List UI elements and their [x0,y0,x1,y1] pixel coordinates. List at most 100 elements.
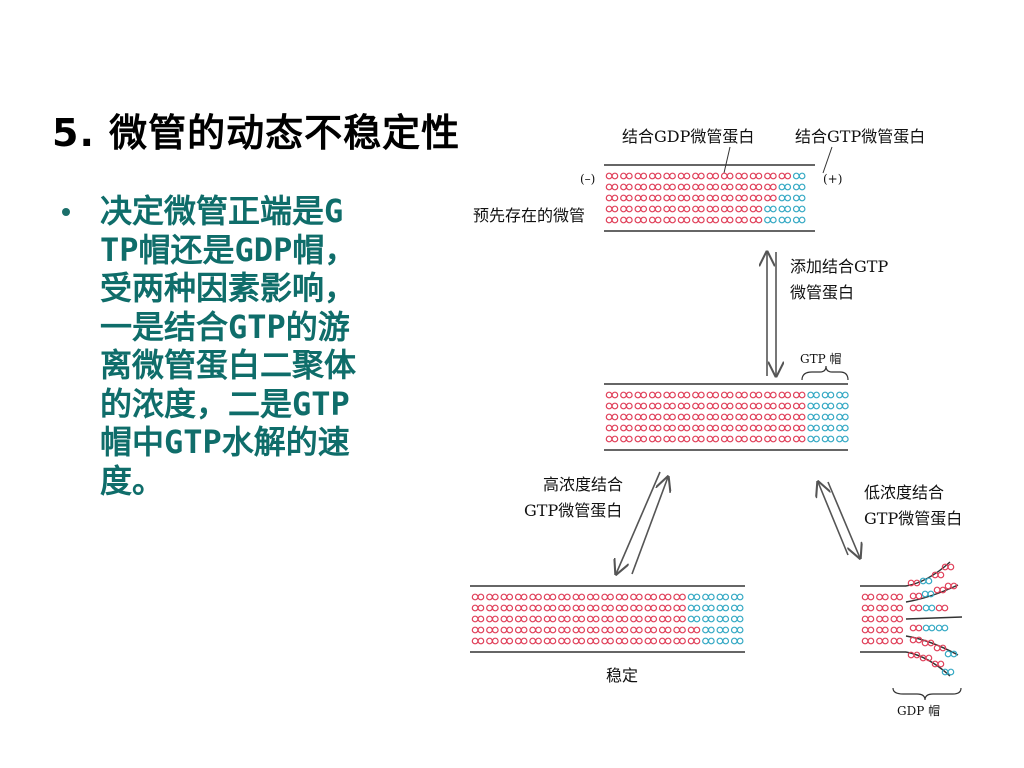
tubulin-dimer [692,194,705,202]
tubulin-dimer [909,604,923,612]
microtubule-preexisting [604,164,815,232]
minus-end-label: (–) [580,172,595,186]
tubulin-dimer [716,593,730,601]
tubulin-dimer [716,626,730,634]
tubulin-dimer [792,424,806,432]
tubulin-dimer [677,424,691,432]
tubulin-dimer [720,205,734,213]
tubulin-dimer [730,615,744,623]
tubulin-dimer [749,205,763,213]
tubulin-dimer [702,615,715,623]
tubulin-dimer [605,172,619,180]
tubulin-dimer [735,172,748,180]
tubulin-dimer [807,424,820,432]
tubulin-dimer [935,624,949,632]
tubulin-dimer [792,194,806,202]
tubulin-dimer [764,172,777,180]
tubulin-dimer [836,413,849,421]
tubulin-dimer [720,183,734,191]
tubulin-dimer [486,615,499,623]
tubulin-dimer [749,435,763,443]
tubulin-dimer [673,637,686,645]
tubulin-dimer [634,435,648,443]
tubulin-dimer [716,615,730,623]
tubulin-dimer [706,413,720,421]
arrow-up-right [631,477,668,575]
tubulin-dimer [764,402,777,410]
low-concentration-arrows [818,482,860,558]
tubulin-dimer [586,615,600,623]
tubulin-dimer [644,593,658,601]
tubulin-dimer [778,205,792,213]
microtubule-stable [470,585,745,653]
tubulin-dimer [630,593,643,601]
tubulin-dimer [907,651,921,659]
tubulin-dimer [486,637,499,645]
tubulin-dimer [648,172,662,180]
tubulin-subunits [605,391,849,443]
tubulin-dimer [605,424,619,432]
tubulin-subunits [605,172,806,224]
tubulin-dimer [836,424,849,432]
tubulin-dimer [648,194,662,202]
tubulin-dimer [706,435,720,443]
tubulin-dimer [529,615,542,623]
tubulin-dimer [514,604,528,612]
tubulin-dimer [615,615,629,623]
microtubule-depolymerizing [860,561,963,677]
tubulin-dimer [749,216,763,224]
tubulin-dimer [692,183,705,191]
tubulin-subunits [861,563,958,676]
tubulin-dimer [586,626,600,634]
tubulin-dimer [648,205,662,213]
tubulin-dimer [543,626,557,634]
tubulin-dimer [471,604,485,612]
tubulin-dimer [941,563,955,571]
tubulin-dimer [620,183,633,191]
tubulin-dimer [861,615,875,623]
tubulin-dimer [663,391,676,399]
tubulin-dimer [673,626,686,634]
tubulin-dimer [720,413,734,421]
tubulin-dimer [658,604,672,612]
tubulin-dimer [749,424,763,432]
tubulin-dimer [876,593,889,601]
tubulin-dimer [792,216,806,224]
tubulin-dimer [572,637,586,645]
tubulin-dimer [663,435,676,443]
tubulin-dimer [778,413,792,421]
tubulin-dimer [687,615,701,623]
tubulin-dimer [876,637,889,645]
tubulin-dimer [749,413,763,421]
tubulin-dimer [500,604,514,612]
tubulin-dimer [861,637,875,645]
tubulin-dimer [615,637,629,645]
tubulin-dimer [605,391,619,399]
tubulin-dimer [644,637,658,645]
tubulin-dimer [663,424,676,432]
add-gtp-label-line1: 添加结合GTP [790,257,888,276]
tubulin-dimer [735,205,748,213]
tubulin-dimer [648,424,662,432]
tubulin-dimer [890,593,904,601]
arrow-down-right [827,481,860,558]
tubulin-dimer [634,172,648,180]
tubulin-dimer [890,615,904,623]
tubulin-dimer [663,183,676,191]
tubulin-dimer [730,604,744,612]
low-concentration-label-line2: GTP微管蛋白 [864,509,962,528]
stable-label: 稳定 [606,666,638,685]
tubulin-dimer [764,413,777,421]
tubulin-dimer [821,435,835,443]
add-gtp-double-arrow [767,252,776,376]
tubulin-dimer [558,593,571,601]
tubulin-dimer [890,637,904,645]
tubulin-dimer [543,615,557,623]
tubulin-dimer [778,391,792,399]
tubulin-dimer [730,626,744,634]
tubulin-dimer [735,413,748,421]
tubulin-dimer [749,172,763,180]
tubulin-dimer [749,183,763,191]
tubulin-dimer [630,604,643,612]
